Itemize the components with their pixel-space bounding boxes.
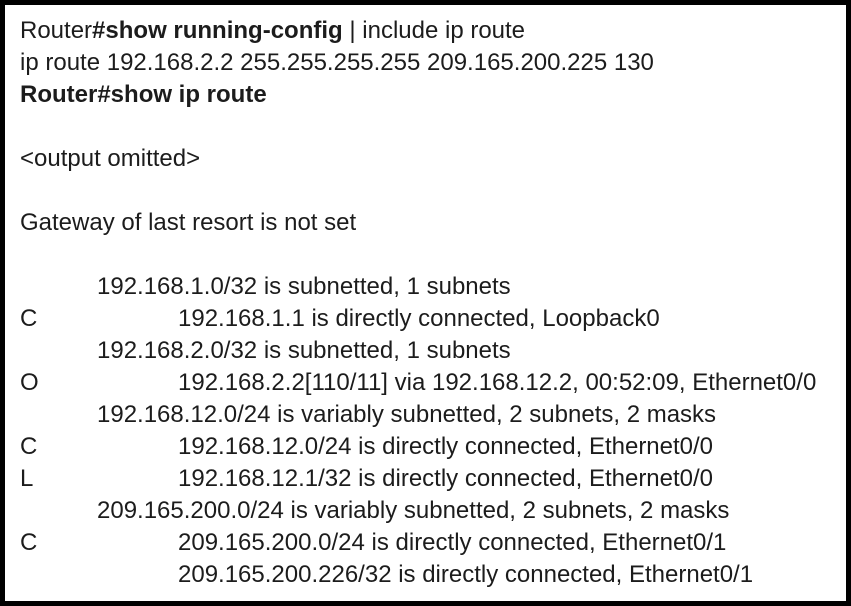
blank-line [20, 239, 841, 271]
subnet-header-text: 192.168.1.0/32 is subnetted, 1 subnets [97, 273, 511, 300]
subnet-header-line: 192.168.2.0/32 is subnetted, 1 subnets [20, 335, 841, 367]
gateway-line: Gateway of last resort is not set [20, 207, 841, 239]
route-code: L [20, 465, 34, 492]
route-entry-line: C 192.168.1.1 is directly connected, Loo… [20, 303, 841, 335]
route-entry-line: O 192.168.2.2[110/11] via 192.168.12.2, … [20, 367, 841, 399]
route-text: 192.168.1.1 is directly connected, Loopb… [178, 305, 660, 332]
prompt-text: Router [20, 17, 93, 44]
blank-line [20, 111, 841, 143]
command-text: Router#show ip route [20, 81, 267, 108]
subnet-header-line: 192.168.12.0/24 is variably subnetted, 2… [20, 399, 841, 431]
route-text: 192.168.2.2[110/11] via 192.168.12.2, 00… [178, 369, 817, 396]
subnet-header-text: 209.165.200.0/24 is variably subnetted, … [97, 497, 730, 524]
cli-line-ip-route-config: ip route 192.168.2.2 255.255.255.255 209… [20, 47, 841, 79]
route-code: O [20, 369, 39, 396]
subnet-header-text: 192.168.12.0/24 is variably subnetted, 2… [97, 401, 717, 428]
config-route-text: ip route 192.168.2.2 255.255.255.255 209… [20, 49, 654, 76]
subnet-header-line: 192.168.1.0/32 is subnetted, 1 subnets [20, 271, 841, 303]
command-text: #show running-config [92, 17, 343, 44]
cli-line-show-running-config: Router#show running-config | include ip … [20, 15, 841, 47]
route-code: C [20, 433, 38, 460]
route-text: 192.168.12.1/32 is directly connected, E… [178, 465, 714, 492]
route-entry-line: 209.165.200.226/32 is directly connected… [20, 559, 841, 591]
cli-line-show-ip-route: Router#show ip route [20, 79, 841, 111]
output-omitted-text: <output omitted> [20, 145, 201, 172]
output-omitted-line: <output omitted> [20, 143, 841, 175]
route-entry-line: C 209.165.200.0/24 is directly connected… [20, 527, 841, 559]
route-entry-line: C 192.168.12.0/24 is directly connected,… [20, 431, 841, 463]
blank-line [20, 175, 841, 207]
route-text: 192.168.12.0/24 is directly connected, E… [178, 433, 714, 460]
route-entry-line: L 192.168.12.1/32 is directly connected,… [20, 463, 841, 495]
route-code: C [20, 305, 38, 332]
route-code: C [20, 529, 38, 556]
pipe-filter-text: | include ip route [342, 17, 526, 44]
subnet-header-text: 192.168.2.0/32 is subnetted, 1 subnets [97, 337, 511, 364]
subnet-header-line: 209.165.200.0/24 is variably subnetted, … [20, 495, 841, 527]
gateway-text: Gateway of last resort is not set [20, 209, 357, 236]
route-text: 209.165.200.0/24 is directly connected, … [178, 529, 727, 556]
route-text: 209.165.200.226/32 is directly connected… [178, 561, 754, 588]
